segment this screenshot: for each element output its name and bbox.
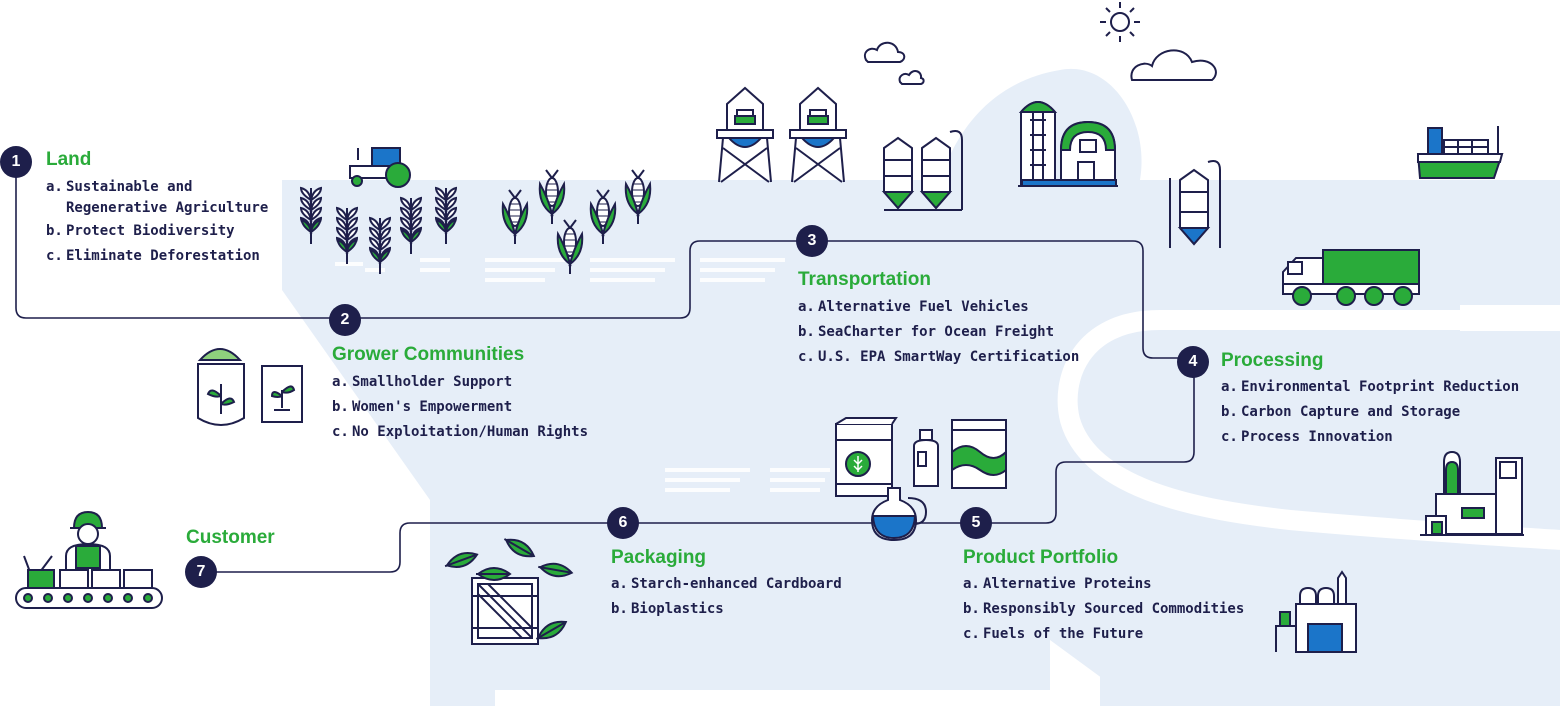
wheat-field <box>299 186 458 274</box>
cloud-icon <box>898 70 925 85</box>
bottle-icon <box>913 429 939 487</box>
list-item: a.Starch-enhanced Cardboard <box>611 576 842 592</box>
seed-bag-icon <box>261 365 303 423</box>
wheat-icon <box>368 216 392 274</box>
list-item: a.Alternative Fuel Vehicles <box>798 299 1029 315</box>
list-item: c.U.S. EPA SmartWay Certification <box>798 349 1080 365</box>
list-item: a.Smallholder Support <box>332 374 513 390</box>
list-item: b.Women's Empowerment <box>332 399 513 415</box>
carton-icon <box>951 419 1007 489</box>
stage-list-product-portfolio: a.Alternative Proteins b.Responsibly Sou… <box>963 572 1244 647</box>
leaf-icon <box>476 567 512 581</box>
list-item: c.No Exploitation/Human Rights <box>332 424 589 440</box>
corn-icon <box>501 189 529 244</box>
crate-icon <box>471 577 539 645</box>
silo-icon <box>881 130 963 211</box>
water-tower-icon <box>716 86 774 183</box>
truck-icon <box>1282 249 1420 306</box>
stage-marker-5: 5 <box>960 507 992 539</box>
corn-icon <box>556 219 584 274</box>
barn-icon <box>1018 101 1118 187</box>
stage-title-customer: Customer <box>186 527 275 548</box>
stage-list-transportation: a.Alternative Fuel Vehicles b.SeaCharter… <box>798 295 1079 370</box>
tractor-icon <box>349 147 411 188</box>
factory-icon <box>1420 450 1524 536</box>
water-tower-icon <box>789 86 847 183</box>
stage-title-grower-communities: Grower Communities <box>332 344 525 365</box>
stage-list-processing: a.Environmental Footprint Reduction b.Ca… <box>1221 375 1519 450</box>
list-item: b.Responsibly Sourced Commodities <box>963 601 1245 617</box>
leaf-icon <box>444 552 479 568</box>
list-item: c.Fuels of the Future <box>963 626 1144 642</box>
stage-title-land: Land <box>46 149 92 170</box>
stage-marker-3: 3 <box>796 225 828 257</box>
silo-icon <box>1169 160 1221 248</box>
stage-marker-7: 7 <box>185 556 217 588</box>
corn-field <box>501 169 652 274</box>
corn-icon <box>624 169 652 224</box>
wheat-icon <box>399 196 423 254</box>
conveyor-icon <box>15 555 163 609</box>
stage-title-transportation: Transportation <box>798 269 932 290</box>
stage-title-processing: Processing <box>1221 350 1324 371</box>
water-towers <box>716 86 847 183</box>
cloud-icon <box>864 41 906 63</box>
stage-list-packaging: a.Starch-enhanced Cardboard b.Bioplastic… <box>611 572 842 622</box>
oil-flask-icon <box>870 487 928 542</box>
stage-title-packaging: Packaging <box>611 547 707 568</box>
corn-icon <box>538 169 566 224</box>
corn-icon <box>589 189 617 244</box>
stage-marker-6: 6 <box>607 507 639 539</box>
leaf-icon <box>538 562 574 578</box>
list-item: b.Protect Biodiversity <box>46 223 235 239</box>
stage-marker-1: 1 <box>0 146 32 178</box>
leaf-icon <box>444 538 574 640</box>
worker-icon <box>65 510 111 572</box>
leaf-icon <box>535 620 568 640</box>
list-item: b.SeaCharter for Ocean Freight <box>798 324 1055 340</box>
list-item: c.Process Innovation <box>1221 429 1393 445</box>
wheat-icon <box>299 186 323 244</box>
list-item: b.Carbon Capture and Storage <box>1221 404 1461 420</box>
stage-list-grower-communities: a.Smallholder Support b.Women's Empowerm… <box>332 370 588 445</box>
field-stripes <box>335 258 830 492</box>
refinery-icon <box>1275 570 1357 653</box>
list-item: c.Eliminate Deforestation <box>46 248 260 264</box>
wheat-icon <box>335 206 359 264</box>
sun-icon <box>1100 2 1140 42</box>
wheat-icon <box>434 186 458 244</box>
stage-title-product-portfolio: Product Portfolio <box>963 547 1119 568</box>
stage-marker-4: 4 <box>1177 346 1209 378</box>
list-item: b.Bioplastics <box>611 601 724 617</box>
stage-marker-2: 2 <box>329 304 361 336</box>
leaf-icon <box>503 538 536 558</box>
grain-sack-icon <box>197 348 245 426</box>
cloud-icon <box>1130 49 1217 81</box>
list-item: a.Alternative Proteins <box>963 576 1152 592</box>
cargo-ship-icon <box>1416 126 1504 179</box>
list-item: a.Environmental Footprint Reduction <box>1221 379 1520 395</box>
feed-bag-icon <box>835 417 898 497</box>
